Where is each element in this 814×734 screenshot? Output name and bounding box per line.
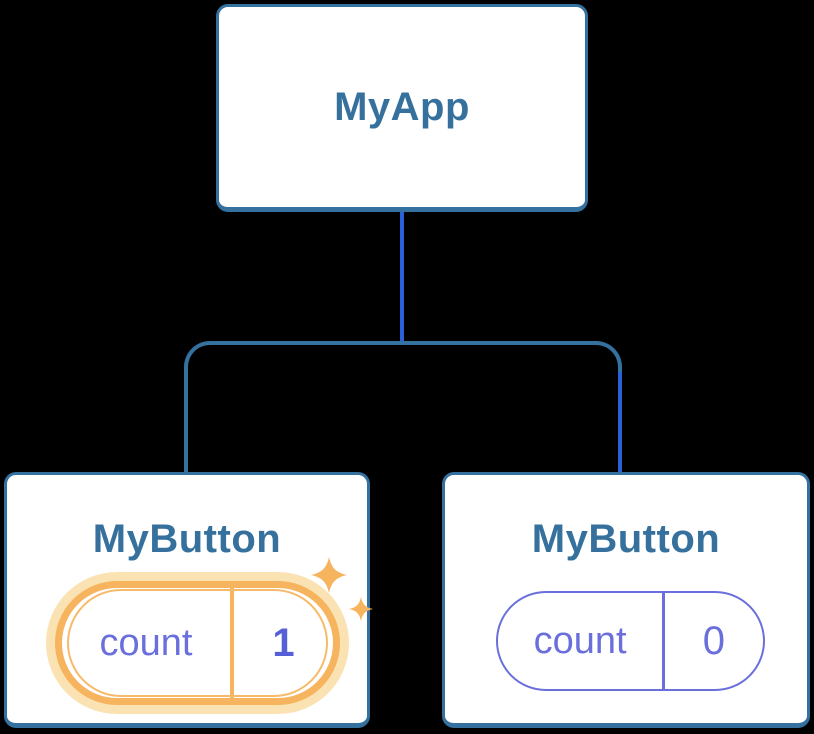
state-label: count: [99, 621, 193, 664]
node-title: MyApp: [334, 84, 470, 129]
node-title: MyButton: [92, 517, 282, 561]
sparkles-icon: [311, 557, 373, 621]
pill-divider: [230, 588, 235, 698]
state-label: count: [533, 619, 627, 662]
pill-divider: [662, 593, 665, 689]
connector-branch: [184, 341, 622, 472]
node-title: MyButton: [531, 517, 721, 561]
node-myapp: MyApp: [216, 4, 588, 212]
node-mybutton-right: MyButton count 0: [442, 472, 810, 728]
connector-trunk-line: [400, 212, 404, 344]
connector-right-drop-line: [618, 372, 622, 472]
state-pill-highlighted: count 1: [55, 581, 340, 705]
state-pill: count 0: [496, 591, 765, 691]
node-mybutton-left: MyButton count 1: [4, 472, 373, 728]
state-value: 1: [272, 620, 295, 665]
state-value: 0: [702, 618, 726, 663]
